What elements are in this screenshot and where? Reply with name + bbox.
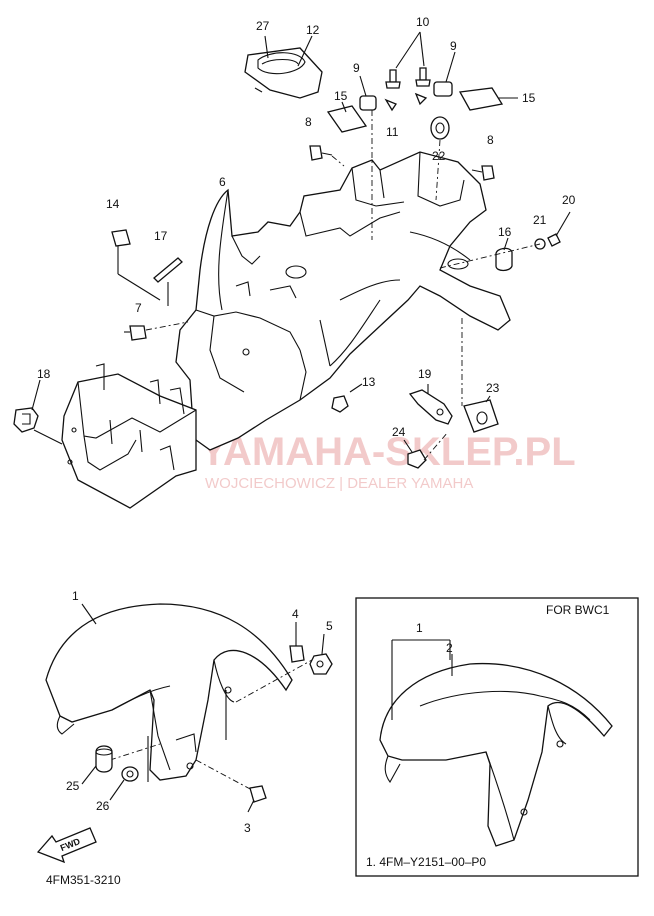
part-15-pad-left xyxy=(326,105,368,133)
inset-fender xyxy=(379,662,613,847)
part-10-bolts xyxy=(385,67,431,89)
watermark: YAMAHA-SKLEP.PL WOJCIECHOWICZ | DEALER Y… xyxy=(86,411,576,499)
front-part-3-bolt xyxy=(247,785,267,813)
label-13: 13 xyxy=(362,375,376,389)
inset-box: FOR BWC1 1 2 1. 4FM–Y2151–00–P0 xyxy=(355,597,639,877)
watermark-subtitle: WOJCIECHOWICZ | DEALER YAMAHA xyxy=(205,475,473,492)
front-label-26: 26 xyxy=(96,799,110,813)
label-22: 22 xyxy=(432,149,446,163)
label-8a: 8 xyxy=(305,115,312,129)
label-23: 23 xyxy=(486,381,500,395)
part-8-bolt-left xyxy=(309,145,333,161)
part-13-nut xyxy=(331,395,349,413)
part-17-strip xyxy=(153,257,183,283)
front-part-25-collar xyxy=(95,745,113,773)
front-label-4: 4 xyxy=(292,607,299,621)
inset-label-2: 2 xyxy=(446,641,453,655)
front-part-26-washer xyxy=(121,766,139,782)
label-15a: 15 xyxy=(334,89,348,103)
label-14: 14 xyxy=(106,197,120,211)
front-label-5: 5 xyxy=(326,619,333,633)
front-fender xyxy=(45,603,293,781)
part-7-bolt xyxy=(124,325,147,341)
part-18-clip xyxy=(13,407,39,433)
front-part-4-bolt xyxy=(289,622,305,663)
label-10: 10 xyxy=(416,15,430,29)
rear-fender-body xyxy=(175,151,511,451)
label-18: 18 xyxy=(37,367,51,381)
fwd-arrow-icon: FWD xyxy=(36,827,97,864)
label-20: 20 xyxy=(562,193,576,207)
part-19-bracket xyxy=(408,389,453,425)
label-7: 7 xyxy=(135,301,142,315)
label-8b: 8 xyxy=(487,133,494,147)
front-label-3: 3 xyxy=(244,821,251,835)
label-17: 17 xyxy=(154,229,168,243)
front-part-5-nut xyxy=(309,633,333,675)
part-24-nut xyxy=(407,449,427,469)
watermark-title: YAMAHA-SKLEP.PL xyxy=(200,430,576,474)
inset-label-1: 1 xyxy=(416,621,423,635)
part-27-12-cover xyxy=(244,47,323,99)
label-9a: 9 xyxy=(353,61,360,75)
part-22-collar xyxy=(430,116,450,140)
label-11: 11 xyxy=(386,125,399,139)
label-15b: 15 xyxy=(522,91,536,105)
part-14-block xyxy=(111,229,131,247)
label-24: 24 xyxy=(392,425,406,439)
label-16: 16 xyxy=(498,225,512,239)
inset-title: FOR BWC1 xyxy=(546,603,610,617)
label-9b: 9 xyxy=(450,39,457,53)
label-6: 6 xyxy=(219,175,226,189)
part-9-clips xyxy=(359,81,453,112)
part-8-bolt-right xyxy=(471,165,495,181)
front-label-25: 25 xyxy=(66,779,80,793)
label-21: 21 xyxy=(533,213,547,227)
label-27: 27 xyxy=(256,19,270,33)
drawing-code: 4FM351-3210 xyxy=(46,873,121,887)
inset-note: 1. 4FM–Y2151–00–P0 xyxy=(366,855,486,869)
label-12: 12 xyxy=(306,23,320,37)
part-20-screw xyxy=(547,211,571,247)
label-19: 19 xyxy=(418,367,432,381)
license-bracket xyxy=(61,363,197,509)
part-15-pad-right xyxy=(458,87,504,111)
front-label-1: 1 xyxy=(72,589,79,603)
part-23-holder xyxy=(463,399,499,433)
